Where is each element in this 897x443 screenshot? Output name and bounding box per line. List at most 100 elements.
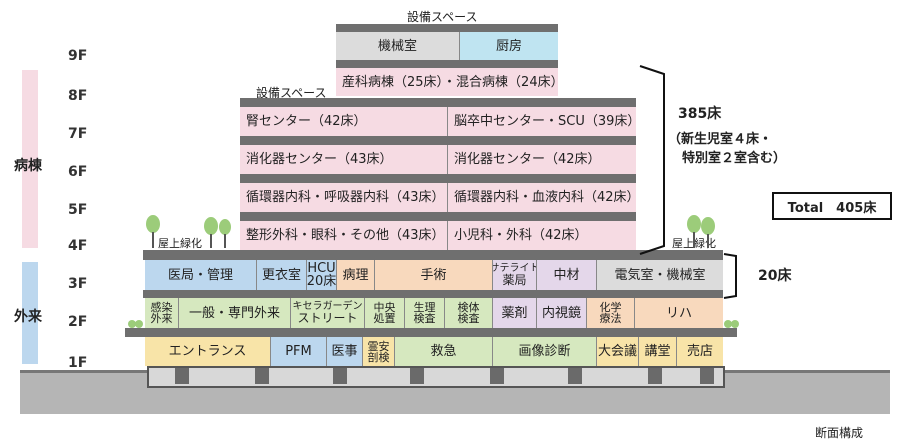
room-chemotherapy: 化学 療法	[587, 298, 635, 328]
caption-section-composition: 断面構成	[815, 426, 864, 440]
isolator-2	[255, 368, 269, 384]
isolator-3	[333, 368, 347, 384]
room-cardio-respiratory: 循環器内科・呼吸器内科（43床）	[240, 183, 448, 212]
isolator-5	[490, 368, 504, 384]
beds-20-label: 20床	[758, 268, 792, 284]
isolator-4	[410, 368, 424, 384]
room-orthopedics-ophthalmology: 整形外科・眼科・その他（43床）	[240, 221, 448, 250]
slab-4f	[143, 250, 723, 260]
room-imaging: 画像診断	[493, 337, 597, 366]
infection-outpatient-label: 外来	[150, 312, 173, 325]
slab-roof-9f	[336, 24, 558, 32]
chemo-therapy-label: 療法	[599, 312, 622, 325]
physiology-label: 生理	[413, 301, 436, 314]
specimen-exam-label: 検査	[457, 312, 480, 325]
room-stroke-center: 脳卒中センター・SCU（39床）	[448, 107, 636, 136]
floor-label-1f: 1F	[68, 355, 88, 371]
floor-label-5f: 5F	[68, 202, 88, 218]
room-morgue-autopsy: 霊安 剖検	[363, 337, 395, 366]
central-label: 中央	[373, 301, 396, 314]
specimen-label: 検体	[457, 301, 480, 314]
ward-band	[22, 70, 38, 248]
kisera-garden-label: キセラガーデン	[292, 300, 363, 312]
room-pharmacy: 薬剤	[493, 298, 537, 328]
room-obstetrics-ward: 産科病棟（25床）・混合病棟（24床）	[336, 68, 558, 96]
room-central-supply: 中材	[537, 260, 597, 290]
isolator-6	[568, 368, 582, 384]
room-auditorium: 講堂	[639, 337, 677, 366]
tree-icon-right-b	[701, 217, 715, 248]
beds-385-label: 385床	[678, 106, 722, 122]
floor-label-6f: 6F	[68, 164, 88, 180]
morgue-label: 霊安	[367, 339, 390, 353]
bracket-20-beds	[723, 253, 737, 299]
satellite-label: サテライト	[493, 262, 537, 274]
room-kidney-center: 腎センター（42床）	[240, 107, 448, 136]
room-gastro-center-a: 消化器センター（43床）	[240, 145, 448, 174]
hcu-label: HCU	[307, 261, 336, 276]
floor-label-2f: 2F	[68, 314, 88, 330]
beds-385-note-1: （新生児室４床・	[668, 132, 773, 147]
room-medical-office: 医局・管理	[145, 260, 257, 290]
total-beds-box: Total 405床	[772, 192, 892, 220]
autopsy-label: 剖検	[367, 350, 390, 364]
room-infection-outpatient: 感染 外来	[145, 298, 179, 328]
floor-label-8f: 8F	[68, 88, 88, 104]
shrub-icon-right	[724, 320, 739, 328]
room-entrance: エントランス	[145, 337, 271, 366]
street-label: ストリート	[297, 310, 358, 325]
room-emergency: 救急	[395, 337, 493, 366]
room-kitchen: 厨房	[460, 32, 558, 60]
room-pathology: 病理	[337, 260, 375, 290]
room-rehabilitation: リハ	[635, 298, 723, 328]
room-machine-room-9f: 機械室	[336, 32, 460, 60]
beds-385-note-2: 特別室２室含む）	[682, 151, 787, 166]
total-beds-label: Total 405床	[787, 200, 877, 216]
slab-5f	[240, 212, 636, 221]
isolator-8	[700, 368, 714, 384]
treatment-label: 処置	[373, 312, 396, 325]
infection-label: 感染	[150, 301, 173, 314]
tree-icon-left-a	[146, 215, 160, 248]
slab-2f	[125, 328, 737, 337]
room-surgery: 手術	[375, 260, 493, 290]
room-satellite-pharmacy: サテライト 薬局	[493, 260, 537, 290]
room-medical-affairs: 医事	[327, 337, 363, 366]
tree-icon-left-b	[204, 217, 218, 248]
room-gastro-center-b: 消化器センター（42床）	[448, 145, 636, 174]
chemo-label: 化学	[599, 301, 622, 314]
room-kisera-garden-street: キセラガーデン ストリート	[291, 298, 365, 328]
rooftop-green-left-label: 屋上緑化	[158, 237, 202, 250]
floor-label-3f: 3F	[68, 276, 88, 292]
room-central-treatment: 中央 処置	[365, 298, 405, 328]
room-shop: 売店	[677, 337, 723, 366]
room-electrical-machine: 電気室・機械室	[597, 260, 723, 290]
slab-8f	[240, 98, 636, 107]
room-pfm: PFM	[271, 337, 327, 366]
tree-icon-left-c	[219, 219, 231, 248]
isolator-1	[175, 368, 189, 384]
bracket-385-beds	[639, 65, 665, 255]
floor-label-4f: 4F	[68, 238, 88, 254]
slab-7f	[240, 136, 636, 145]
room-pediatrics-surgery: 小児科・外科（42床）	[448, 221, 636, 250]
outpatient-band	[22, 262, 38, 364]
hcu-beds-label: （20床）	[307, 274, 337, 289]
slab-9f	[336, 60, 558, 68]
slab-6f	[240, 174, 636, 183]
isolator-7	[648, 368, 662, 384]
outpatient-label: 外来	[14, 309, 42, 325]
room-locker-room: 更衣室	[257, 260, 307, 290]
floor-label-9f: 9F	[68, 48, 88, 64]
room-specimen-exam: 検体 検査	[445, 298, 493, 328]
ward-label: 病棟	[14, 158, 42, 174]
room-general-outpatient: 一般・専門外来	[179, 298, 291, 328]
room-hcu: HCU （20床）	[307, 260, 337, 290]
satellite-pharmacy-label: 薬局	[502, 272, 527, 287]
room-cardio-hematology: 循環器内科・血液内科（42床）	[448, 183, 636, 212]
foundation	[147, 366, 725, 388]
room-physiological-exam: 生理 検査	[405, 298, 445, 328]
physiology-exam-label: 検査	[413, 312, 436, 325]
floor-label-7f: 7F	[68, 126, 88, 142]
equipment-space-top-label: 設備スペース	[407, 10, 478, 24]
